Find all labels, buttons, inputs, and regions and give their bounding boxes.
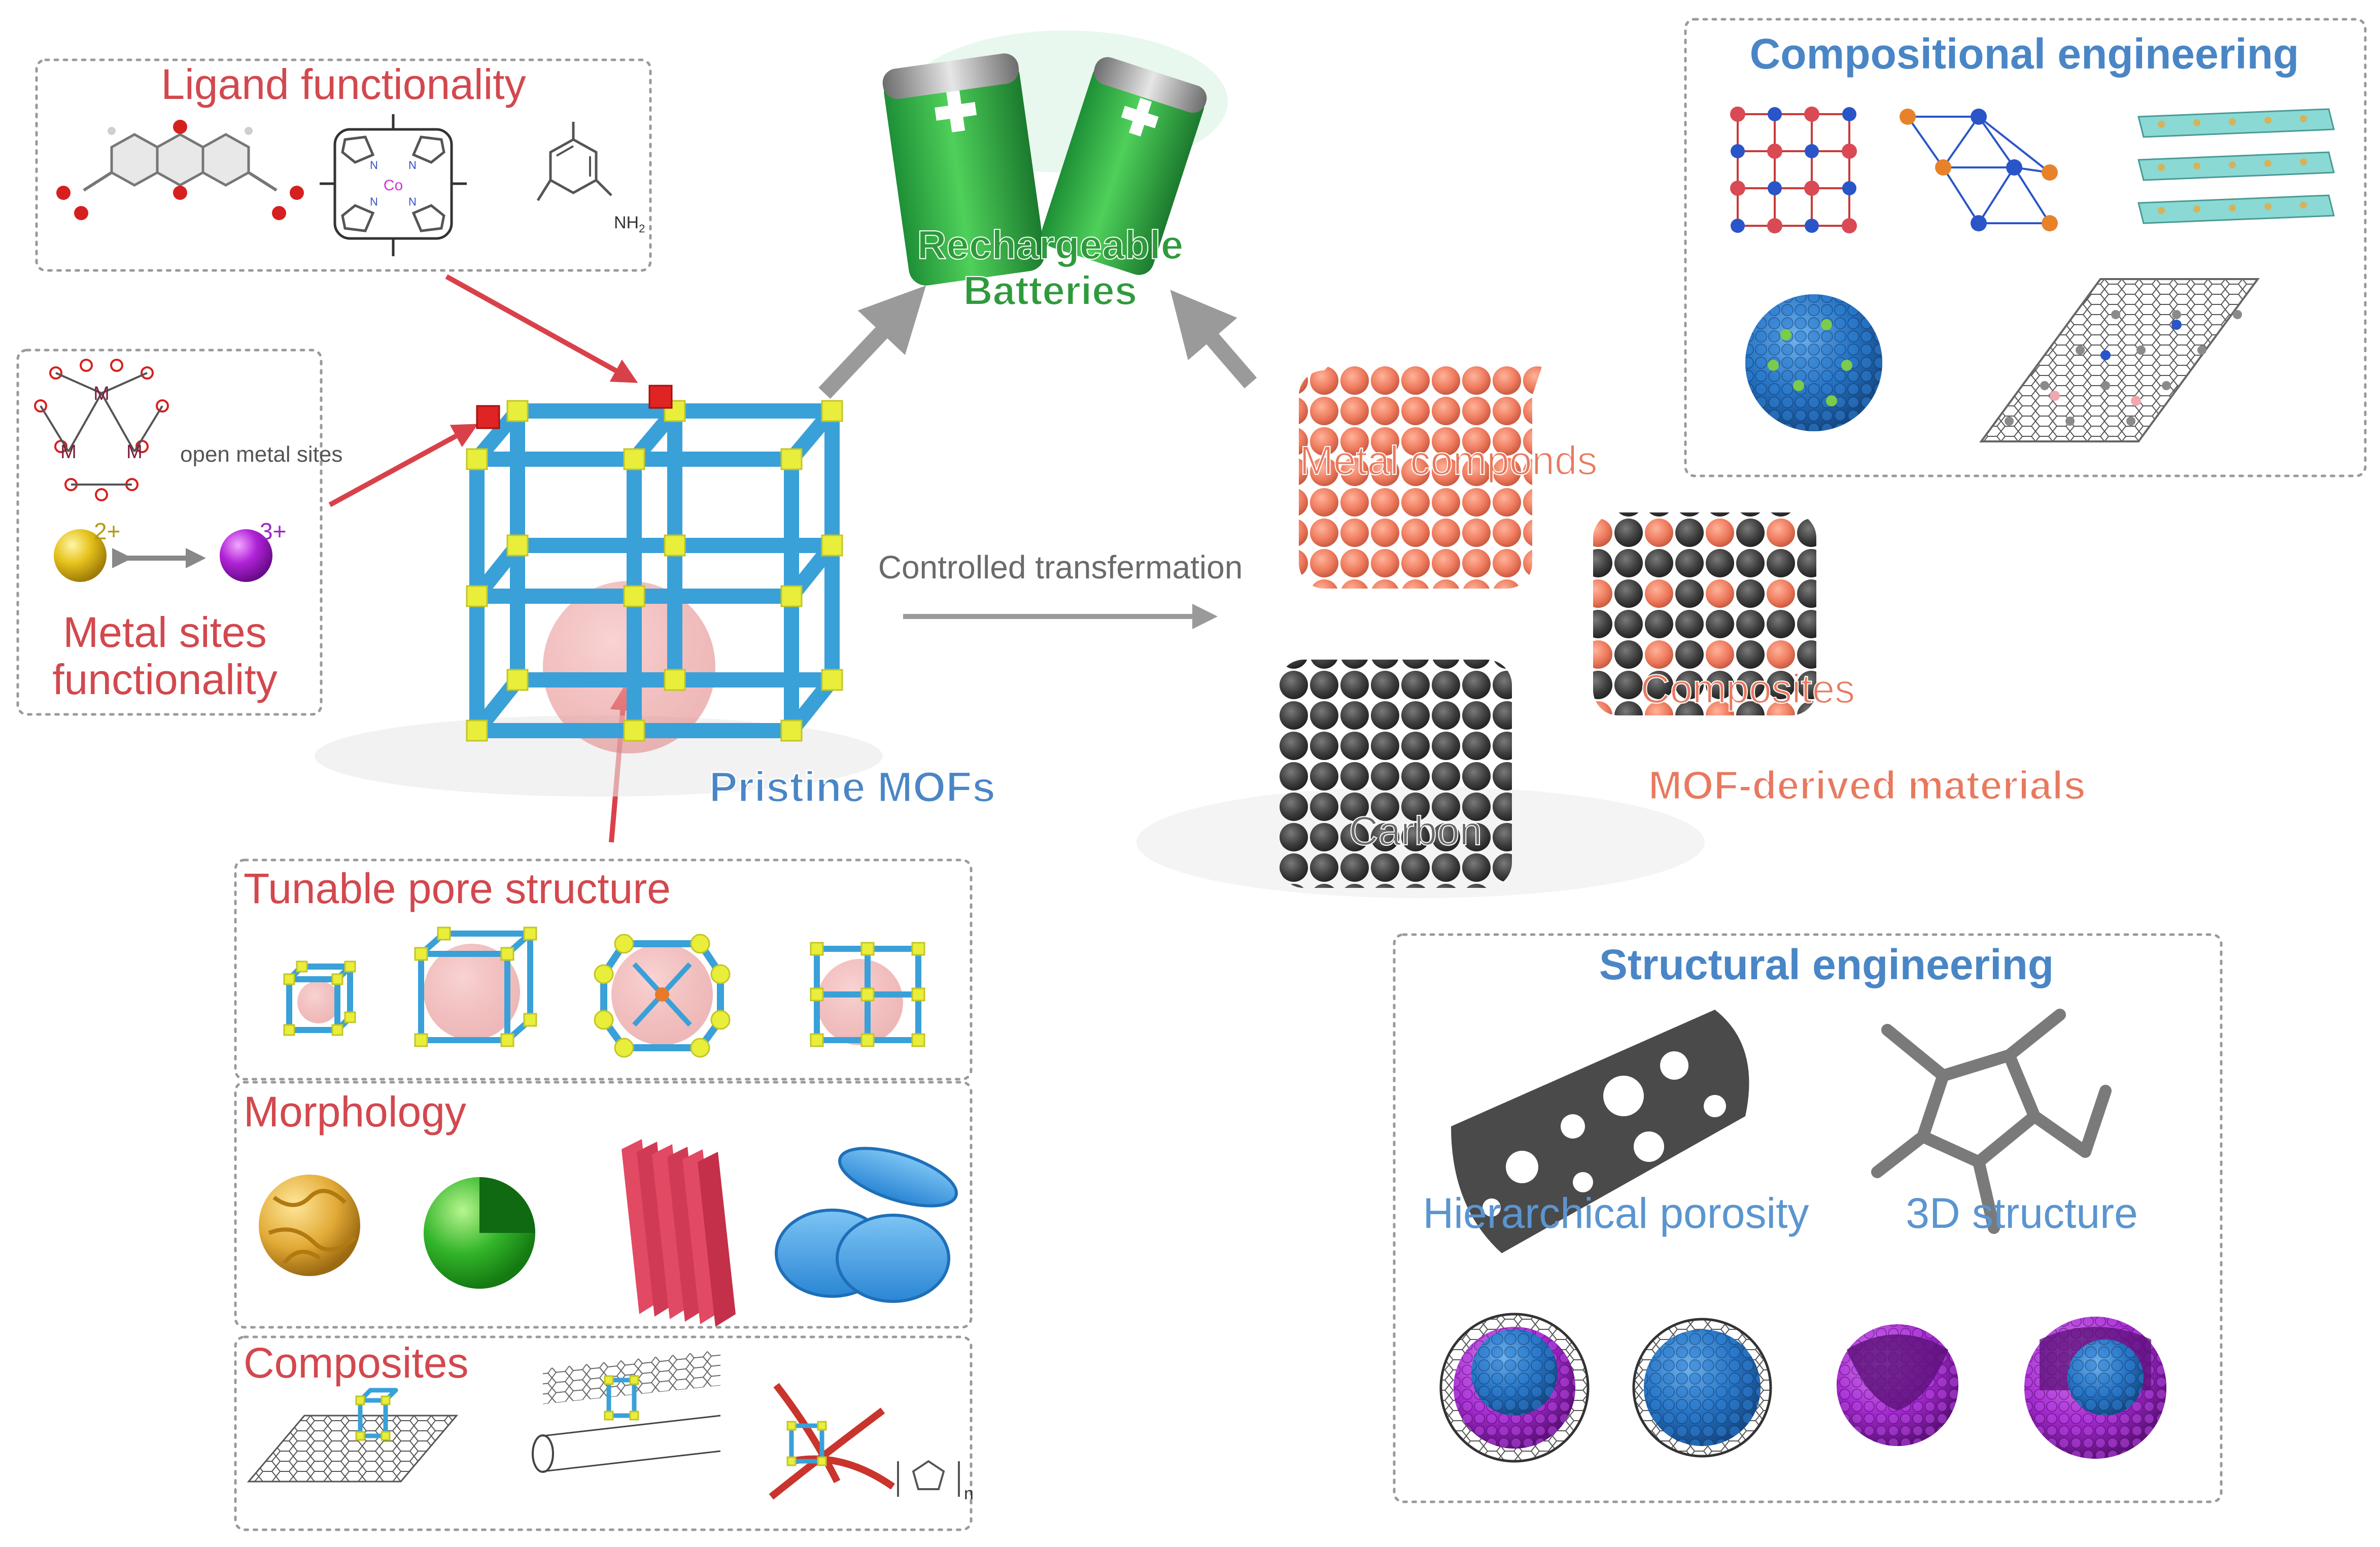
composites-panel-title: Composites bbox=[244, 1339, 469, 1387]
composites-panel: Composites bbox=[234, 1335, 974, 1531]
cage-pore-framework bbox=[594, 934, 731, 1058]
ligand-functionality-panel: Ligand functionality bbox=[35, 58, 652, 272]
ligand-node bbox=[476, 405, 500, 429]
metal-ion-2plus-icon bbox=[54, 529, 107, 582]
metal-sites-arrow bbox=[328, 424, 478, 507]
n-atom-label: N bbox=[408, 195, 417, 208]
aminotoluene-ligand-icon: NH2 bbox=[536, 122, 645, 235]
composites-derived-label: Composites bbox=[1641, 666, 1855, 711]
metal-sites-panel: M M M open metal sites 3+ 2+ 3+ Metal si… bbox=[16, 349, 342, 716]
mof-derived-materials: Metal componds Composites Carbon MOF-der… bbox=[1136, 365, 2087, 898]
metal-compounds-label: Metal componds bbox=[1300, 438, 1598, 483]
compositional-engineering-panel: Compositional engineering bbox=[1684, 18, 2367, 477]
crystal-lattice-icon bbox=[1730, 107, 1857, 233]
polymer-index-label: n bbox=[964, 1484, 974, 1503]
rechargeable-label-line1: Rechargeable bbox=[917, 222, 1184, 267]
composites-cube bbox=[1593, 512, 1816, 715]
controlled-transformation-label: Controlled transfermation bbox=[878, 549, 1243, 586]
n-atom-label: N bbox=[370, 159, 378, 171]
carbon-cube bbox=[1279, 660, 1512, 888]
layered-structure-icon bbox=[2137, 108, 2335, 224]
porphyrin-ligand-icon: Co N N N N bbox=[320, 114, 467, 256]
3d-network-icon bbox=[1871, 1009, 2112, 1234]
mof-to-battery-arrow bbox=[818, 285, 926, 399]
mof-derived-label: MOF-derived materials bbox=[1648, 763, 2086, 808]
porous-tube-icon bbox=[1451, 1010, 1749, 1253]
3d-structure-label: 3D structure bbox=[1906, 1189, 2138, 1237]
metal-atom-label: M bbox=[60, 441, 77, 463]
morphology-title: Morphology bbox=[244, 1088, 466, 1136]
n-atom-label: N bbox=[408, 159, 417, 171]
pristine-mof-framework: Pristine MOFs bbox=[315, 385, 996, 812]
open-metal-sites-label: open metal sites bbox=[180, 442, 342, 467]
ion-charge-3plus-label: 3+ bbox=[260, 518, 286, 544]
nanotube-composite-icon bbox=[532, 1350, 721, 1473]
structural-engineering-title: Structural engineering bbox=[1599, 941, 2054, 988]
morphology-panel: Morphology bbox=[234, 1081, 973, 1329]
metal-ion-3plus-icon bbox=[220, 529, 272, 582]
large-pore-cube bbox=[414, 926, 537, 1047]
carbon-label: Carbon bbox=[1349, 808, 1482, 853]
graphene-composite-icon bbox=[247, 1388, 459, 1483]
metal-sites-title-line2: functionality bbox=[52, 656, 278, 703]
ligand-node bbox=[648, 385, 673, 409]
compositional-engineering-title: Compositional engineering bbox=[1750, 30, 2299, 78]
doped-lattice-icon bbox=[1900, 109, 2058, 231]
metal-cluster-icon bbox=[34, 359, 169, 501]
anthracene-ligand-icon bbox=[56, 120, 304, 220]
ligand-functionality-title: Ligand functionality bbox=[161, 60, 526, 108]
small-pore-cube bbox=[283, 960, 356, 1036]
rechargeable-batteries: Rechargeable Batteries bbox=[882, 30, 1228, 314]
doped-graphene-icon bbox=[1979, 278, 2260, 442]
ligand-arrow bbox=[445, 274, 638, 383]
nanodisc-icon bbox=[775, 1147, 958, 1303]
tunable-pore-panel: Tunable pore structure bbox=[234, 858, 973, 1081]
tunable-pore-title: Tunable pore structure bbox=[244, 865, 671, 912]
yolk-shell-icon bbox=[2024, 1317, 2166, 1459]
derived-to-battery-arrow bbox=[1170, 290, 1257, 389]
structural-engineering-panel: Structural engineering Hierarchical poro… bbox=[1393, 933, 2223, 1503]
hierarchical-porosity-label: Hierarchical porosity bbox=[1423, 1189, 1809, 1237]
ion-charge-2plus-label: 2+ bbox=[94, 518, 120, 544]
co-atom-label: Co bbox=[384, 177, 403, 194]
metal-compounds-cube bbox=[1299, 365, 1542, 589]
nh2-label: NH2 bbox=[614, 213, 645, 235]
porous-sphere-icon bbox=[259, 1175, 360, 1276]
yolk-shell-carbon-icon bbox=[1439, 1313, 1590, 1463]
doped-nanoparticle-icon bbox=[1745, 294, 1882, 431]
pristine-mofs-label: Pristine MOFs bbox=[709, 763, 996, 811]
nanosheets-icon bbox=[622, 1139, 736, 1327]
rechargeable-label-line2: Batteries bbox=[963, 268, 1137, 313]
metal-atom-label: M bbox=[126, 441, 143, 463]
shell-nanoparticle-icon bbox=[1632, 1318, 1772, 1458]
polymer-composite-icon: n bbox=[769, 1383, 974, 1503]
hollow-shell-icon bbox=[1837, 1324, 1958, 1446]
n-atom-label: N bbox=[370, 195, 378, 208]
grid-pore-framework bbox=[810, 942, 925, 1047]
metal-sites-title-line1: Metal sites bbox=[63, 608, 266, 656]
metal-atom-label: M bbox=[93, 383, 110, 404]
